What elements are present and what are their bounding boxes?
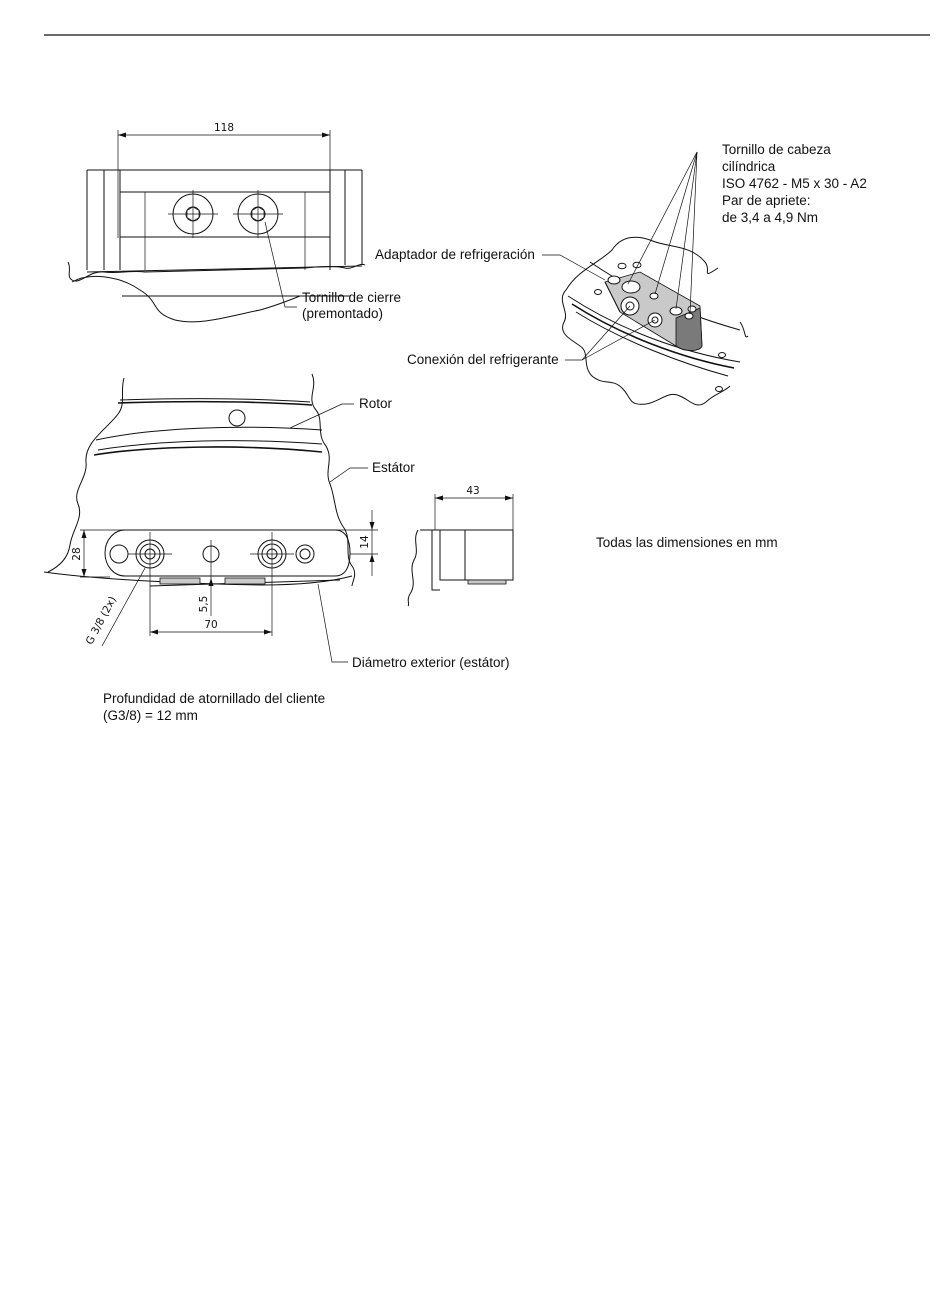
dimension-g38: G 3/8 (2x) [84,594,119,646]
side-view-adapter [407,494,514,607]
label-tornillo-cabeza-1: Tornillo de cabeza [722,142,831,157]
front-view-adapter [43,373,378,663]
label-tornillo-cierre-2: (premontado) [302,306,383,321]
label-tornillo-cabeza-4: Par de apriete: [722,193,811,208]
dimension-70: 70 [204,619,217,631]
dimension-43: 43 [466,485,479,497]
note-todas-dimensiones: Todas las dimensiones en mm [596,535,778,550]
note-profundidad-2: (G3/8) = 12 mm [103,708,198,723]
label-tornillo-cabeza-2: cilíndrica [722,159,776,174]
top-view-adapter: 118 [67,122,366,323]
label-rotor: Rotor [359,396,393,411]
dimension-14: 14 [359,535,371,549]
label-tornillo-cierre-1: Tornillo de cierre [302,290,401,305]
label-estator: Estátor [372,460,415,475]
dimension-118: 118 [214,122,234,134]
label-conexion: Conexión del refrigerante [407,352,559,367]
dimension-5-5: 5,5 [198,596,210,613]
label-tornillo-cabeza-5: de 3,4 a 4,9 Nm [722,210,818,225]
label-adaptador: Adaptador de refrigeración [375,247,535,262]
iso-view-adapter [542,151,749,406]
dimension-28: 28 [71,547,83,560]
label-tornillo-cabeza-3: ISO 4762 - M5 x 30 - A2 [722,176,867,191]
note-profundidad-1: Profundidad de atornillado del cliente [103,691,326,706]
label-diametro-exterior: Diámetro exterior (estátor) [352,655,510,670]
